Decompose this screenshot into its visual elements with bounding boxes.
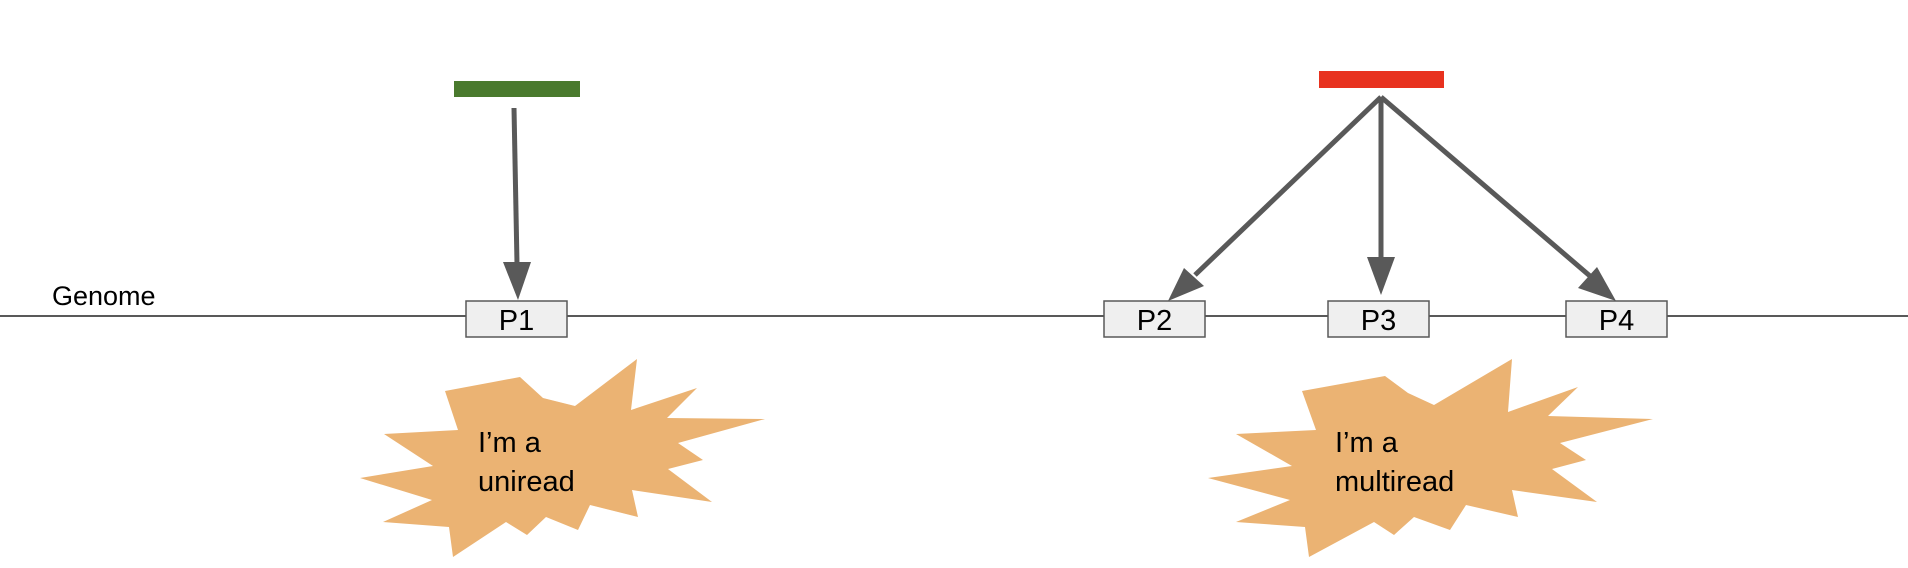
arrow-multiread-to-p2 — [1168, 95, 1383, 301]
position-box-p1: P1 — [465, 300, 568, 338]
genome-label: Genome — [52, 281, 156, 311]
position-label-p1: P1 — [499, 305, 534, 337]
arrow-multiread-to-p3 — [1367, 97, 1395, 295]
uniread-callout-text: I’m a uniread — [478, 427, 575, 498]
uniread-starburst-shape — [360, 359, 765, 557]
position-label-p3: P3 — [1361, 305, 1396, 337]
uniread-callout: I’m a uniread — [360, 359, 765, 557]
multiread-callout-line-2: multiread — [1335, 466, 1454, 498]
multiread-starburst-shape — [1208, 359, 1653, 557]
multiread-callout: I’m a multiread — [1208, 359, 1653, 557]
position-label-p4: P4 — [1599, 305, 1634, 337]
position-box-p2: P2 — [1103, 300, 1206, 338]
arrow-multiread-to-p4 — [1379, 95, 1616, 301]
multiread-callout-text: I’m a multiread — [1335, 427, 1454, 498]
position-box-p3: P3 — [1327, 300, 1430, 338]
multiread-bar — [1319, 71, 1444, 88]
multiread-callout-line-1: I’m a — [1335, 427, 1399, 459]
arrow-uniread-to-p1 — [503, 107, 531, 300]
uniread-callout-line-1: I’m a — [478, 427, 542, 459]
position-box-p4: P4 — [1565, 300, 1668, 338]
uniread-bar — [454, 81, 580, 97]
uniread-callout-line-2: uniread — [478, 466, 575, 498]
position-label-p2: P2 — [1137, 305, 1172, 337]
